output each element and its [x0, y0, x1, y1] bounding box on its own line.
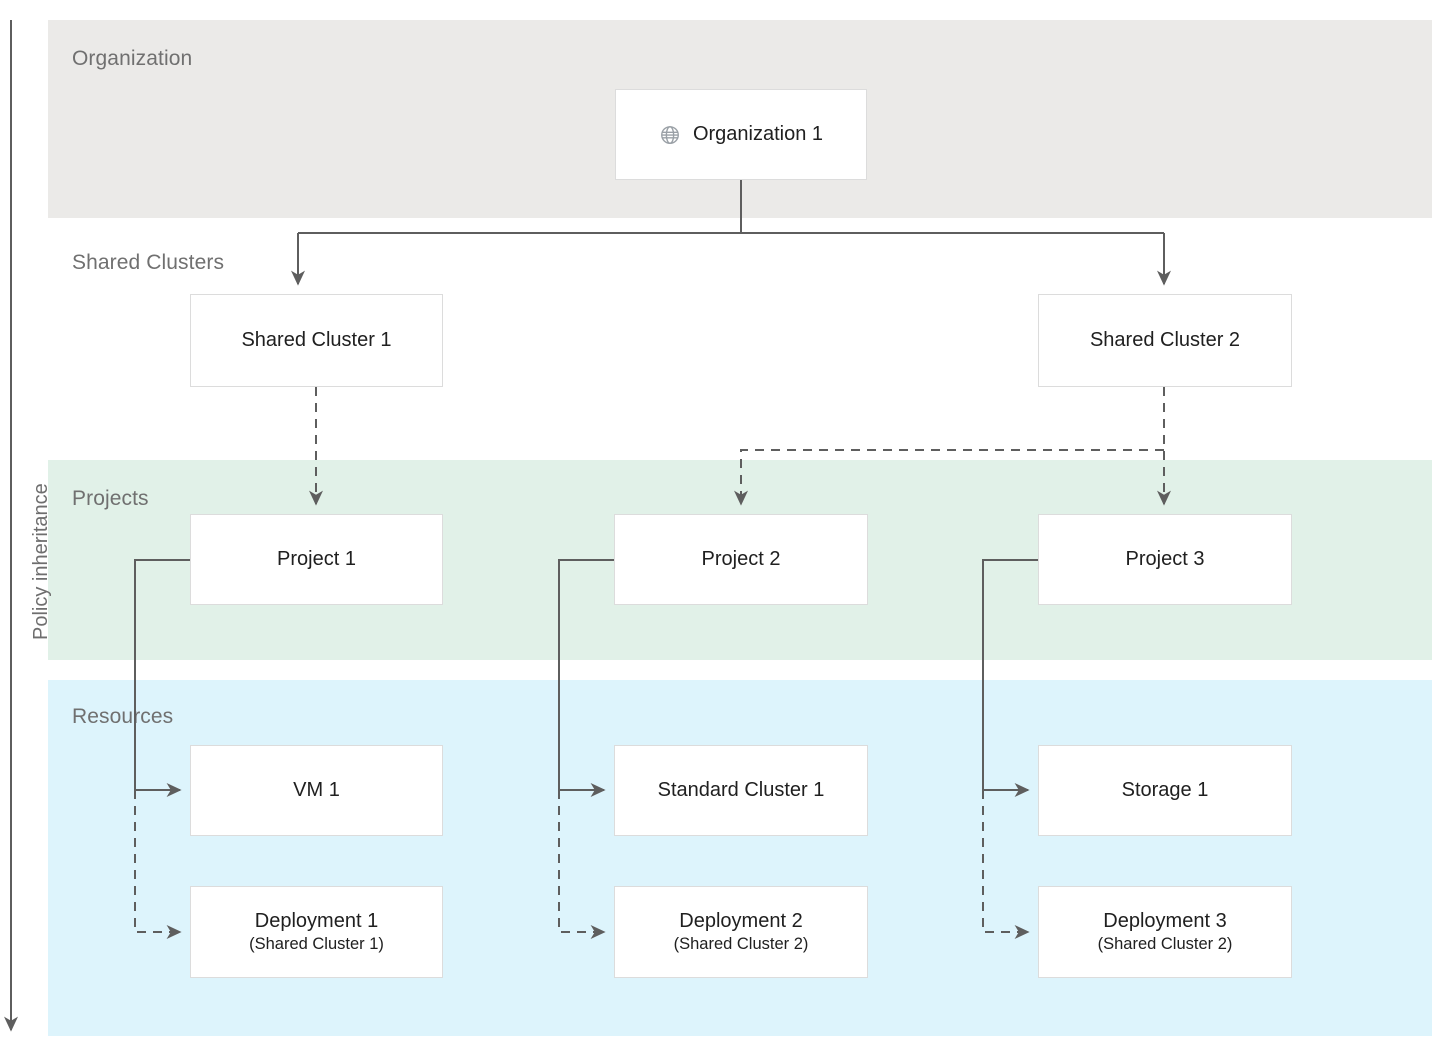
node-project-1[interactable]: Project 1 [190, 514, 443, 605]
node-vm-1-label: VM 1 [293, 778, 340, 801]
node-vm-1[interactable]: VM 1 [190, 745, 443, 836]
node-standard-cluster-1-label: Standard Cluster 1 [657, 778, 825, 801]
node-project-3[interactable]: Project 3 [1038, 514, 1292, 605]
node-project-3-label: Project 3 [1125, 547, 1205, 570]
node-project-1-label: Project 1 [277, 547, 356, 570]
node-deployment-1[interactable]: Deployment 1 (Shared Cluster 1) [190, 886, 443, 978]
policy-inheritance-label: Policy inheritance [30, 483, 52, 640]
node-storage-1-label: Storage 1 [1121, 778, 1209, 801]
node-organization-1-label: Organization 1 [692, 122, 824, 145]
globe-icon [659, 124, 681, 146]
node-shared-cluster-1-label: Shared Cluster 1 [241, 328, 392, 351]
band-label-resources: Resources [72, 705, 174, 728]
node-deployment-3[interactable]: Deployment 3 (Shared Cluster 2) [1038, 886, 1292, 978]
node-project-2-label: Project 2 [701, 547, 781, 570]
band-resources [48, 680, 1432, 1036]
node-shared-cluster-1[interactable]: Shared Cluster 1 [190, 294, 443, 387]
band-label-shared-clusters: Shared Clusters [72, 251, 225, 274]
node-standard-cluster-1[interactable]: Standard Cluster 1 [614, 745, 868, 836]
node-deployment-1-label: Deployment 1 [254, 909, 379, 932]
node-deployment-2-subtitle: (Shared Cluster 2) [673, 934, 809, 953]
node-deployment-3-label: Deployment 3 [1103, 909, 1227, 932]
node-deployment-2[interactable]: Deployment 2 (Shared Cluster 2) [614, 886, 868, 978]
node-deployment-2-label: Deployment 2 [679, 909, 803, 932]
node-deployment-1-subtitle: (Shared Cluster 1) [249, 934, 384, 953]
node-shared-cluster-2-label: Shared Cluster 2 [1089, 328, 1241, 351]
node-shared-cluster-2[interactable]: Shared Cluster 2 [1038, 294, 1292, 387]
node-storage-1[interactable]: Storage 1 [1038, 745, 1292, 836]
node-project-2[interactable]: Project 2 [614, 514, 868, 605]
band-label-organization: Organization [72, 47, 193, 70]
node-organization-1[interactable]: Organization 1 [615, 89, 867, 180]
band-label-projects: Projects [72, 487, 149, 510]
node-deployment-3-subtitle: (Shared Cluster 2) [1097, 934, 1233, 953]
